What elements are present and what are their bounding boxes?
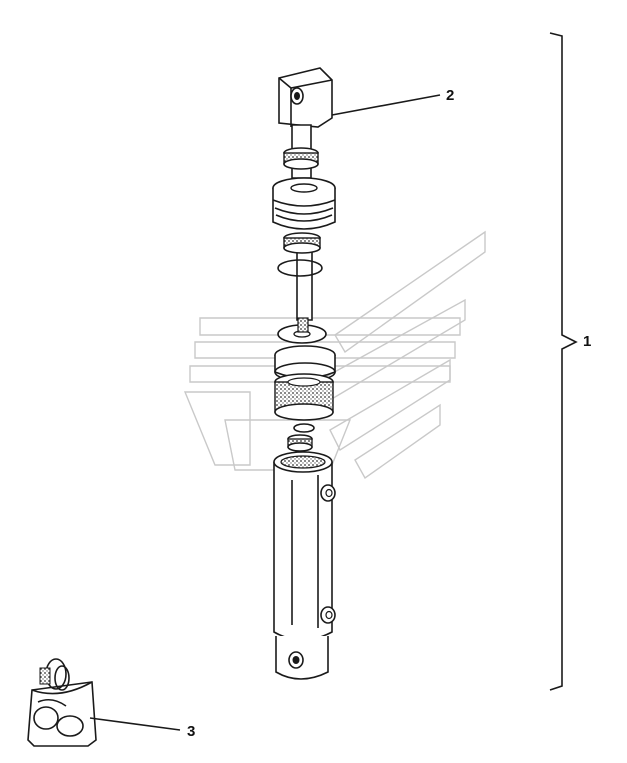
o-ring-upper	[277, 259, 323, 277]
cylinder-gland	[272, 177, 336, 230]
cylinder-barrel	[273, 451, 336, 680]
callout-rod-end: 2	[446, 87, 454, 104]
rod-end-clevis	[278, 67, 333, 128]
piston-nut	[287, 434, 313, 452]
callout-seal-kit: 3	[187, 723, 195, 740]
leader-line-2	[331, 94, 441, 116]
seal-kit-bag	[27, 658, 97, 747]
rod-wiper	[283, 147, 319, 170]
piston-seal	[274, 373, 334, 421]
callout-assembly: 1	[583, 333, 591, 350]
piston	[274, 345, 336, 382]
assembly-bracket	[549, 32, 578, 691]
piston-washer	[277, 317, 327, 344]
rod-seal	[283, 232, 321, 254]
o-ring-small	[293, 423, 315, 433]
leader-line-3	[89, 717, 181, 731]
